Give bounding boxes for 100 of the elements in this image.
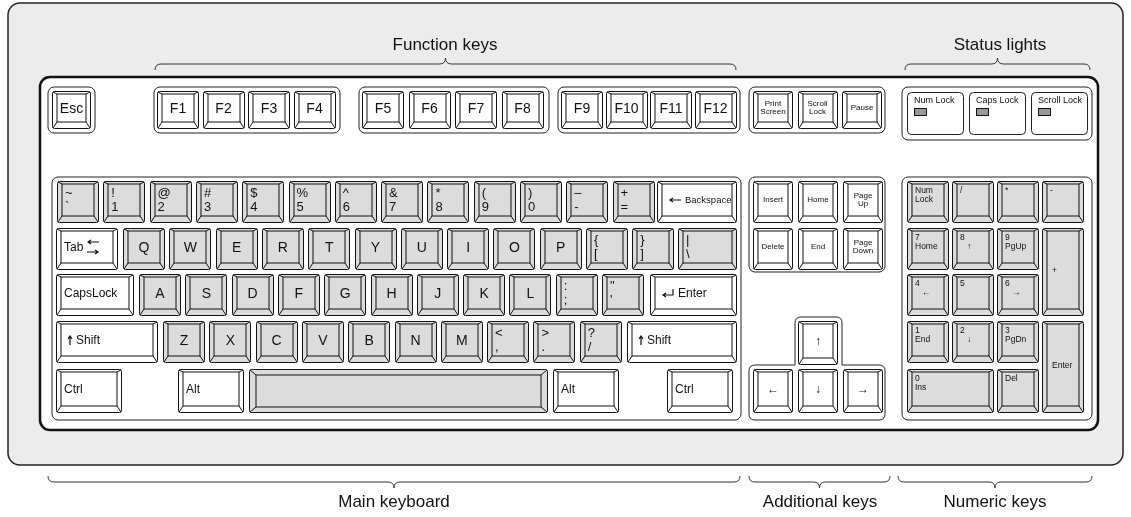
key bbox=[667, 369, 733, 413]
key-legend: \ bbox=[686, 246, 731, 261]
key-legend: ; bbox=[563, 292, 592, 307]
key bbox=[566, 181, 609, 223]
key-legend: L bbox=[526, 285, 535, 301]
section-label: Additional keys bbox=[762, 492, 878, 512]
key bbox=[1042, 321, 1084, 413]
key-legend: ] bbox=[640, 246, 669, 261]
key-legend: H bbox=[386, 285, 397, 301]
key bbox=[561, 91, 603, 129]
key-legend: Z bbox=[179, 332, 189, 348]
key bbox=[798, 181, 838, 223]
key-legend: ` bbox=[65, 199, 93, 214]
key bbox=[694, 91, 737, 129]
key-legend: Scroll Lock bbox=[803, 99, 832, 117]
key bbox=[447, 228, 490, 270]
key-legend: → bbox=[1005, 287, 1033, 297]
key-legend: F bbox=[294, 285, 304, 301]
key-legend: - bbox=[1050, 186, 1078, 195]
key-legend: : bbox=[563, 279, 592, 293]
key-legend: 5 bbox=[296, 199, 325, 214]
key-legend: 2 bbox=[960, 326, 988, 335]
key bbox=[753, 228, 793, 270]
key-legend: F4 bbox=[306, 100, 323, 116]
key bbox=[163, 321, 205, 363]
key-legend: ^ bbox=[342, 186, 371, 200]
key bbox=[952, 274, 994, 316]
key bbox=[952, 321, 994, 363]
key-legend: I bbox=[466, 239, 471, 255]
key bbox=[843, 181, 883, 223]
key-legend: Alt bbox=[186, 382, 238, 396]
key-legend: $ bbox=[250, 186, 279, 200]
key bbox=[308, 228, 351, 270]
key-legend: Num Lock bbox=[915, 186, 943, 204]
key-legend: U bbox=[416, 239, 427, 255]
key bbox=[650, 91, 692, 129]
key bbox=[149, 181, 192, 223]
section-label: Main keyboard bbox=[338, 492, 450, 512]
key bbox=[57, 181, 99, 223]
key-legend: ↑ bbox=[815, 334, 821, 348]
key-legend: 3 bbox=[203, 199, 232, 214]
key bbox=[231, 274, 274, 316]
key-legend: ( bbox=[481, 186, 510, 200]
key bbox=[440, 321, 483, 363]
key-legend: Ctrl bbox=[64, 382, 116, 396]
key bbox=[261, 228, 304, 270]
key-legend: Shift bbox=[76, 333, 100, 347]
key bbox=[952, 181, 994, 223]
key-legend: 1 bbox=[111, 199, 140, 214]
key bbox=[400, 228, 443, 270]
key-legend: P bbox=[556, 239, 566, 255]
key bbox=[293, 91, 336, 129]
key-legend: ' bbox=[610, 292, 638, 307]
key-legend: F6 bbox=[421, 100, 438, 116]
key bbox=[416, 274, 459, 316]
section-label: Function keys bbox=[392, 35, 498, 55]
key-legend: . bbox=[541, 339, 570, 354]
key bbox=[473, 181, 516, 223]
key-legend: " bbox=[610, 279, 638, 293]
key-legend: / bbox=[960, 186, 988, 195]
key-legend: + bbox=[1052, 265, 1078, 275]
key-legend: Enter bbox=[1052, 360, 1078, 370]
key bbox=[103, 181, 146, 223]
key bbox=[952, 228, 994, 270]
key bbox=[242, 181, 285, 223]
key-legend: } bbox=[640, 233, 669, 247]
key bbox=[907, 321, 949, 363]
key bbox=[301, 321, 344, 363]
key-legend: ↓ bbox=[815, 382, 821, 396]
key bbox=[463, 274, 506, 316]
key bbox=[907, 228, 949, 270]
key bbox=[56, 321, 158, 363]
key-legend: Pause bbox=[850, 103, 874, 113]
space-bar bbox=[249, 369, 548, 413]
key bbox=[579, 321, 622, 363]
key bbox=[678, 228, 737, 270]
key bbox=[798, 321, 838, 365]
key bbox=[394, 321, 437, 363]
key-legend: 8 bbox=[960, 233, 988, 242]
key-legend: M bbox=[455, 332, 468, 348]
key-legend: Enter bbox=[678, 286, 707, 300]
key-legend: R bbox=[277, 239, 288, 255]
key bbox=[586, 228, 628, 270]
key-legend: ↑ bbox=[960, 241, 988, 251]
key-legend: * bbox=[1005, 186, 1033, 195]
key-legend: Insert bbox=[763, 195, 783, 205]
key bbox=[56, 369, 122, 413]
key bbox=[123, 228, 165, 270]
key-legend: Backspace bbox=[685, 195, 732, 205]
key-legend: + bbox=[620, 186, 649, 200]
key bbox=[612, 181, 655, 223]
key-legend: Home bbox=[807, 195, 829, 205]
key-legend: F2 bbox=[215, 100, 232, 116]
key-legend: End bbox=[810, 242, 826, 252]
key bbox=[843, 369, 883, 413]
key-legend: Scroll Lock bbox=[1038, 96, 1083, 106]
key-legend: F8 bbox=[514, 100, 531, 116]
key-legend: X bbox=[225, 332, 235, 348]
key-legend: F10 bbox=[614, 100, 639, 116]
key-legend: Ins bbox=[915, 382, 988, 392]
